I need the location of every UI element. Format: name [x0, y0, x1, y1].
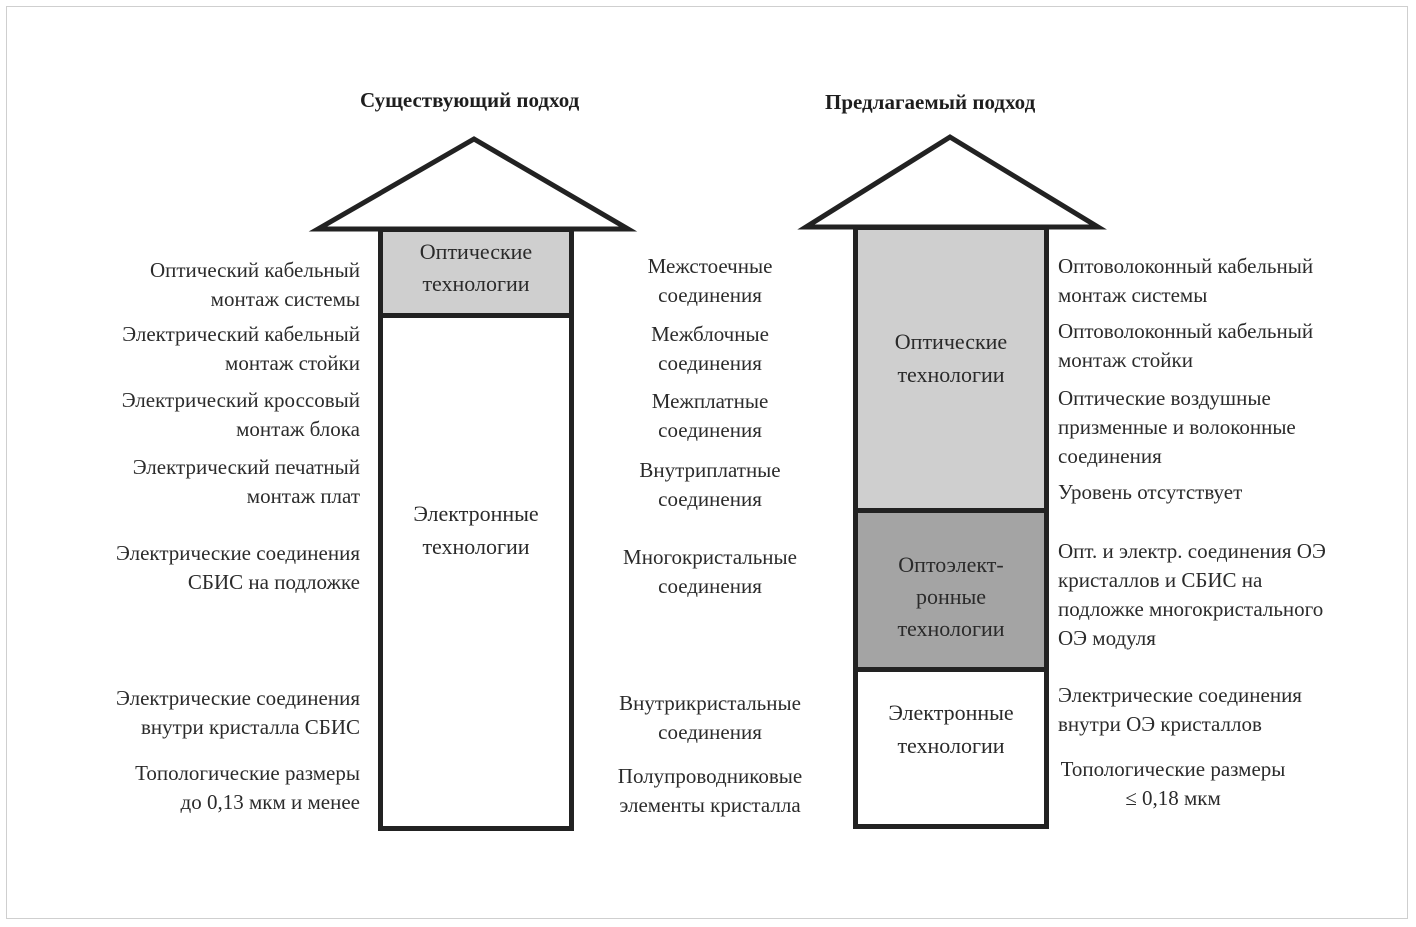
existing-label-chip: Электрические соединения внутри кристалл…: [116, 686, 360, 739]
proposed-electronic-label: Электронные технологии: [888, 700, 1014, 758]
level-multichip: Многокристальные соединения: [623, 545, 797, 598]
existing-electronic-block: [378, 313, 574, 831]
proposed-arrow-head: [797, 134, 1107, 230]
proposed-label-oe-module: Опт. и электр. соединения ОЭ кристаллов …: [1058, 539, 1326, 650]
level-inter-rack: Межстоечные соединения: [647, 254, 773, 307]
proposed-label-system: Оптоволоконный кабельный монтаж системы: [1058, 254, 1314, 307]
proposed-approach-title: Предлагаемый подход: [825, 90, 1036, 114]
figure-frame: [6, 6, 1408, 919]
existing-label-topology: Топологические размеры до 0,13 мкм и мен…: [135, 761, 360, 814]
existing-label-unit: Электрический кроссовый монтаж блока: [121, 388, 360, 441]
level-inter-board: Межплатные соединения: [651, 389, 769, 442]
existing-label-system: Оптический кабельный монтаж системы: [149, 258, 360, 311]
level-intra-chip: Внутрикристальные соединения: [619, 691, 801, 744]
existing-electronic-label: Электронные технологии: [413, 501, 539, 559]
proposed-optoelectronic-label: Оптоэлект- ронные технологии: [897, 552, 1005, 641]
existing-label-board: Электрический печатный монтаж плат: [132, 455, 360, 508]
proposed-electronic-block: [853, 667, 1049, 829]
proposed-label-oe-chip: Электрические соединения внутри ОЭ крист…: [1058, 683, 1302, 736]
existing-label-substrate: Электрические соединения СБИС на подложк…: [116, 541, 360, 594]
level-intra-board: Внутриплатные соединения: [639, 458, 781, 511]
level-inter-unit: Межблочные соединения: [651, 322, 769, 375]
proposed-optoelectronic-block: [853, 508, 1049, 672]
existing-optical-label: Оптические технологии: [419, 239, 533, 296]
proposed-optical-label: Оптические технологии: [894, 329, 1008, 387]
proposed-label-absent: Уровень отсутствует: [1058, 480, 1243, 504]
existing-approach-title: Существующий подход: [360, 88, 580, 112]
level-semiconductor: Полупроводниковые элементы кристалла: [617, 764, 803, 817]
existing-arrow-head: [308, 136, 638, 232]
proposed-label-rack: Оптоволоконный кабельный монтаж стойки: [1058, 319, 1314, 372]
proposed-label-optical-air: Оптические воздушные призменные и волоко…: [1058, 386, 1296, 468]
proposed-label-topology: Топологические размеры ≤ 0,18 мкм: [1060, 757, 1286, 810]
existing-label-rack: Электрический кабельный монтаж стойки: [122, 322, 360, 375]
